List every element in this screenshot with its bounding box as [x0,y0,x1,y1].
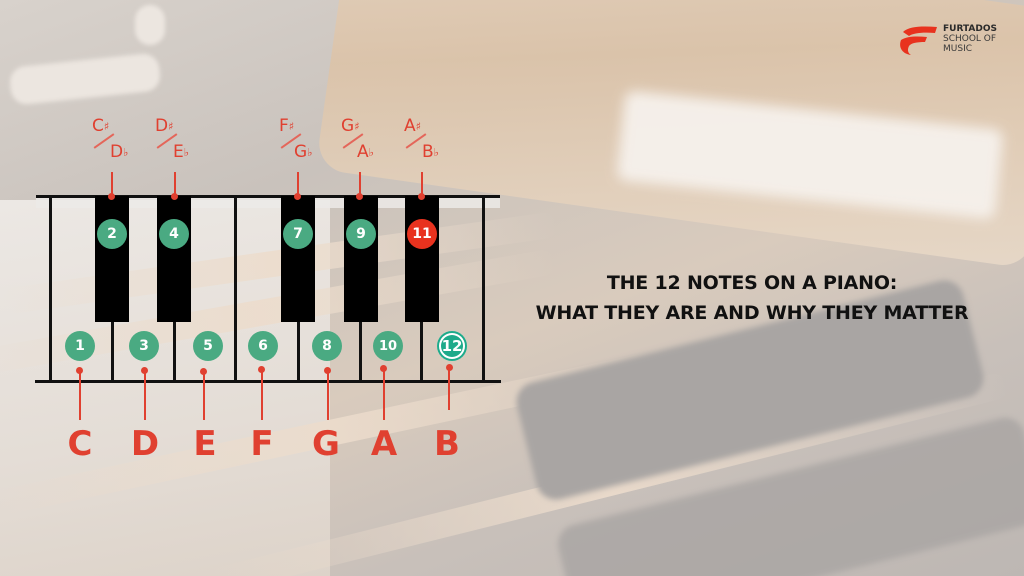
title-line-2: WHAT THEY ARE AND WHY THEY MATTER [535,302,969,324]
keyboard-bottom-line [35,380,501,383]
note-letter-e: E [193,424,217,464]
pointer-dot [108,193,115,200]
pointer-dot [294,193,301,200]
black-key-d-sharp[interactable] [157,196,191,322]
note-number-badge: 8 [312,331,342,361]
note-number-badge: 1 [65,331,95,361]
pointer-dot [200,368,207,375]
black-key-c-sharp[interactable] [95,196,129,322]
sharp-icon: ♯ [415,120,421,133]
flat-note-letter: D [110,142,124,162]
note-number-badge: 6 [248,331,278,361]
white-key-divider [49,196,52,382]
pointer-dot [141,367,148,374]
pointer-dot [324,367,331,374]
white-key-divider [482,196,485,382]
flat-note-letter: A [357,142,369,162]
flat-icon: ♭ [368,146,374,159]
accidental-label-g-sharp-a-flat: G♯ A♭ [341,116,374,161]
pointer-line [261,371,263,420]
pointer-dot [446,364,453,371]
page-title: THE 12 NOTES ON A PIANO: WHAT THEY ARE A… [492,268,1012,328]
accidental-label-a-sharp-b-flat: A♯ B♭ [404,116,439,161]
white-key-divider [234,196,237,382]
note-letter-b: B [434,424,460,464]
pointer-dot [356,193,363,200]
note-letter-a: A [370,424,398,464]
note-number-badge: 4 [159,219,189,249]
sharp-icon: ♯ [103,120,110,133]
pointer-line [383,370,385,420]
note-number-badge: 3 [129,331,159,361]
pointer-dot [418,193,425,200]
sharp-note-letter: D [155,116,169,136]
note-number-badge-ringed: 12 [437,331,467,361]
pointer-dot [380,365,387,372]
pointer-dot [171,193,178,200]
note-letter-g: G [312,424,340,464]
sharp-icon: ♯ [288,120,295,133]
accidental-label-d-sharp-e-flat: D♯ E♭ [155,116,189,161]
flat-note-letter: E [173,142,184,162]
sharp-note-letter: G [341,116,355,136]
furtados-logo[interactable]: FURTADOS SCHOOL OF MUSIC [895,22,997,56]
note-number-badge: 2 [97,219,127,249]
flat-icon: ♭ [123,146,129,159]
sharp-note-letter: F [279,116,289,136]
note-letter-d: D [130,424,160,464]
pointer-line [421,172,423,198]
keyboard-top-line [36,195,500,198]
title-line-1: THE 12 NOTES ON A PIANO: [606,272,898,294]
black-key-g-sharp[interactable] [344,196,378,322]
accidental-label-c-sharp-d-flat: C♯ D♭ [92,116,128,161]
pointer-line [203,373,205,420]
pointer-line [174,172,176,198]
pointer-dot [76,367,83,374]
pointer-line [327,372,329,420]
note-number-badge: 5 [193,331,223,361]
black-key-a-sharp[interactable] [405,196,439,322]
sharp-note-letter: C [92,116,104,136]
flat-note-letter: G [294,142,308,162]
pointer-dot [258,366,265,373]
pointer-line [79,372,81,420]
note-number-badge: 7 [283,219,313,249]
pointer-line [297,172,299,198]
logo-line-1: FURTADOS [943,24,997,34]
sharp-icon: ♯ [168,120,174,133]
pointer-line [144,372,146,420]
flat-note-letter: B [422,142,434,162]
logo-text: FURTADOS SCHOOL OF MUSIC [943,24,997,54]
flat-icon: ♭ [183,146,189,159]
sharp-note-letter: A [404,116,416,136]
flat-icon: ♭ [433,146,439,159]
furtados-f-logo-icon [900,26,937,55]
note-number-badge: 9 [346,219,376,249]
note-number-badge-highlighted: 11 [407,219,437,249]
pointer-line [448,369,450,410]
black-key-f-sharp[interactable] [281,196,315,322]
accidental-label-f-sharp-g-flat: F♯ G♭ [279,116,312,161]
note-letter-f: F [250,424,274,464]
pointer-line [359,172,361,198]
logo-line-2: SCHOOL OF [943,34,997,44]
note-letter-c: C [67,424,93,464]
logo-line-3: MUSIC [943,44,973,54]
pointer-line [111,172,113,198]
flat-icon: ♭ [307,146,313,159]
keyboard-top-band [36,196,500,208]
note-number-badge: 10 [373,331,403,361]
sharp-icon: ♯ [354,120,360,133]
